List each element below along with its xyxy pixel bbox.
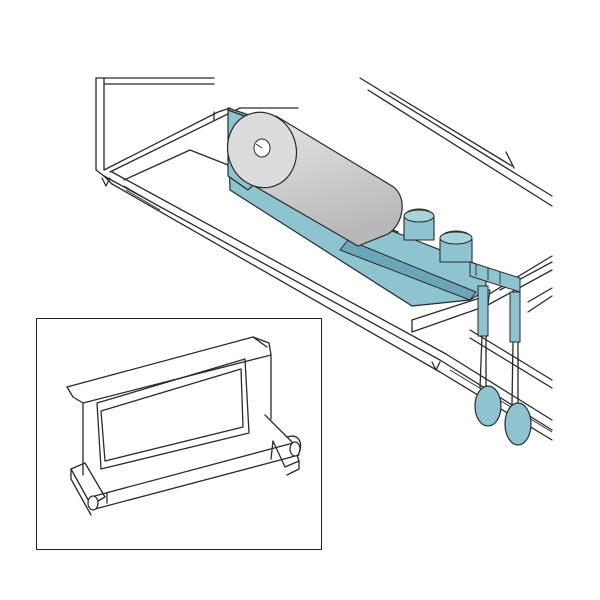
roll-holder-rod xyxy=(87,435,302,511)
roll-holder-detail xyxy=(66,336,302,516)
paper-roll xyxy=(226,111,403,247)
hanging-ladle xyxy=(504,291,532,446)
spice-jars xyxy=(403,208,473,263)
inset-detail-frame xyxy=(36,318,322,550)
roll-holder-arms xyxy=(70,414,300,516)
hanging-ladle xyxy=(474,285,502,427)
wall-cabinet xyxy=(95,77,553,207)
roll-holder-back-plate xyxy=(66,336,272,476)
